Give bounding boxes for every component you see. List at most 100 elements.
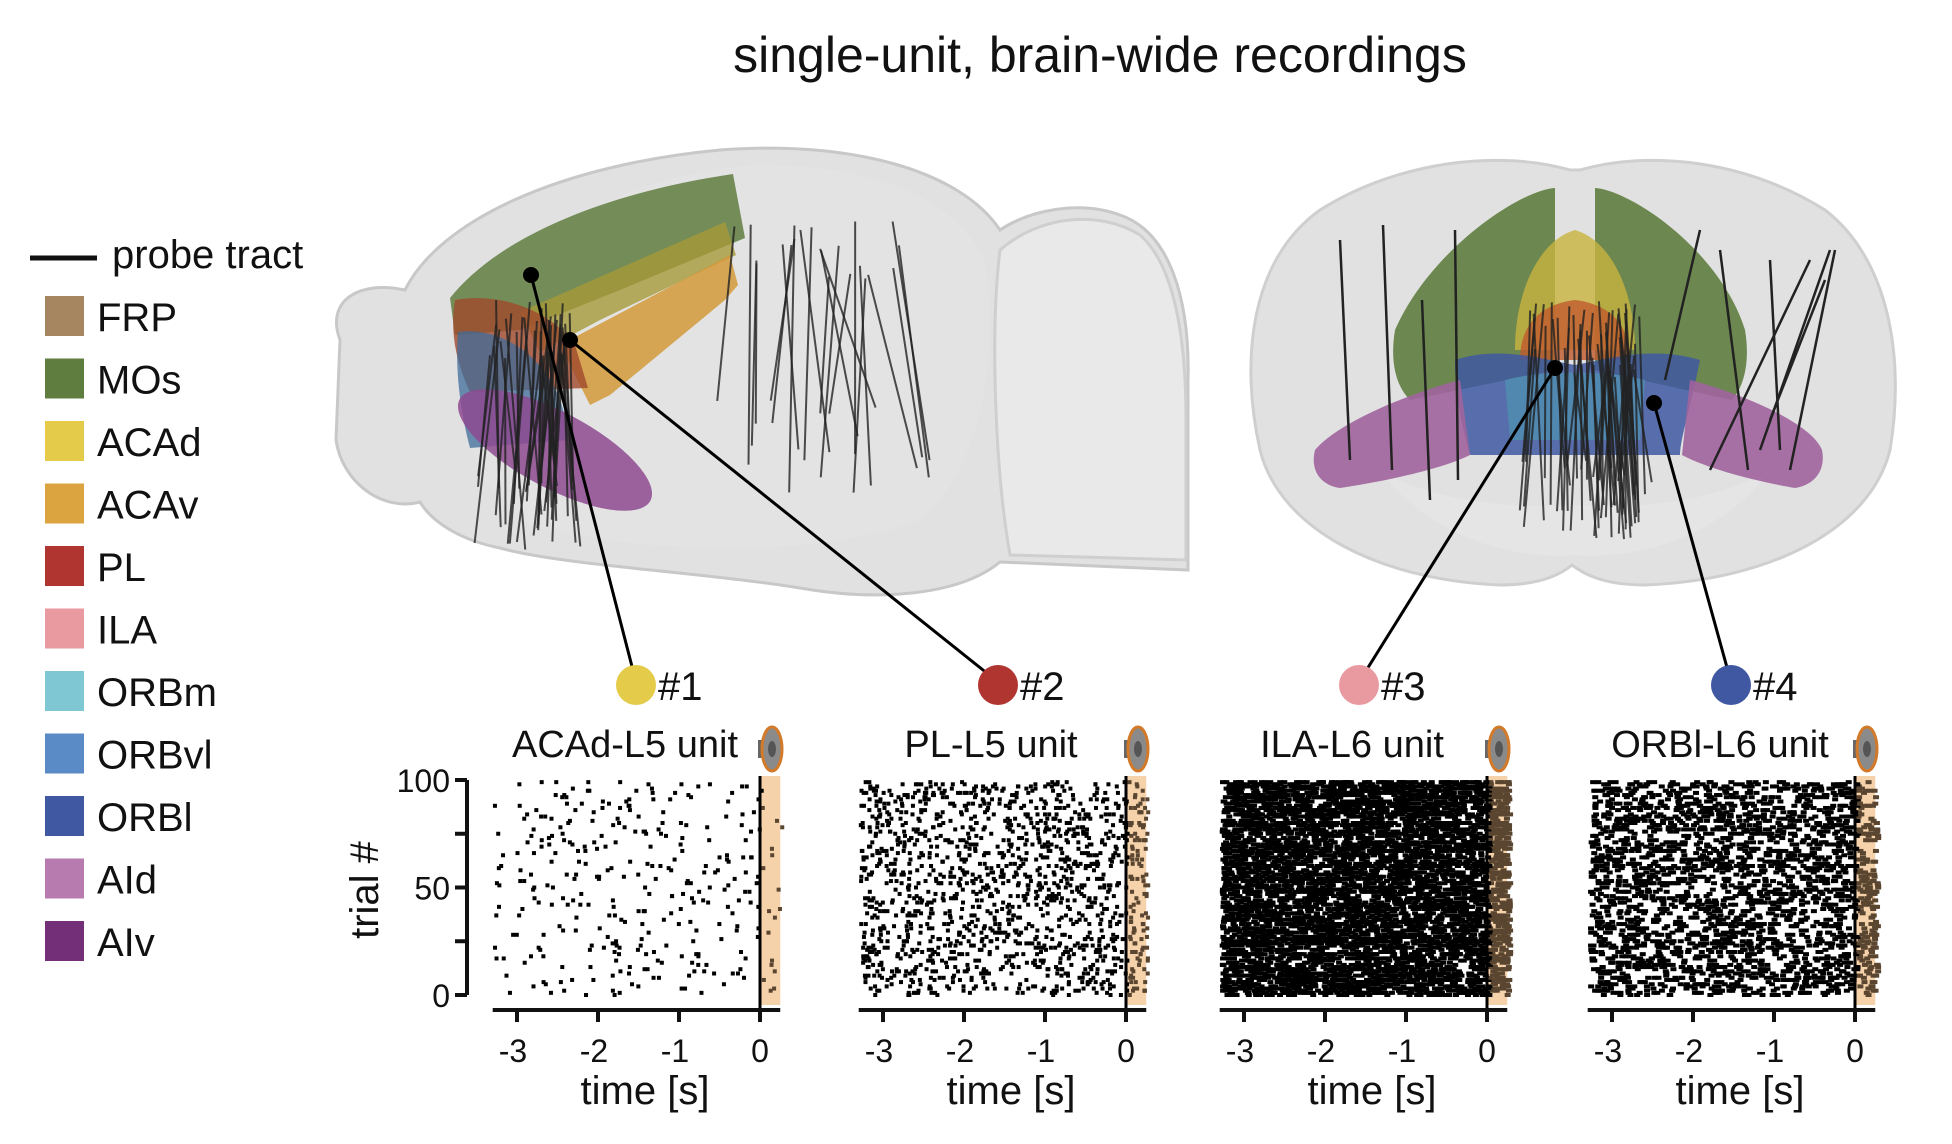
spike [1049, 990, 1054, 995]
spike [1082, 937, 1087, 942]
spike [955, 790, 960, 795]
spike [747, 889, 752, 894]
spike [1331, 894, 1338, 899]
spike [1263, 937, 1270, 942]
spike [1224, 900, 1231, 905]
spike [1387, 930, 1394, 935]
spike [953, 965, 958, 970]
spike [1236, 930, 1243, 935]
probe-tract-legend-label: probe tract [112, 233, 303, 277]
spike [1406, 928, 1413, 933]
spike [1410, 971, 1417, 976]
unit-marker-circle [1339, 665, 1379, 705]
spike [1498, 952, 1505, 957]
spike [1220, 984, 1227, 989]
spike [1423, 896, 1430, 901]
spike [1001, 881, 1006, 886]
spike [1236, 977, 1243, 982]
spike [1087, 922, 1092, 927]
spike [624, 799, 629, 804]
spike [894, 967, 899, 972]
spike [1370, 975, 1377, 980]
spike [1346, 971, 1353, 976]
spike [1479, 945, 1486, 950]
spike [1263, 943, 1270, 948]
spike [1003, 954, 1008, 959]
spike [1045, 896, 1050, 901]
spike [1400, 900, 1407, 905]
probe-tract [1596, 344, 1617, 506]
spike [859, 879, 864, 884]
speaker-icon[interactable] [758, 725, 784, 773]
spike [1373, 958, 1380, 963]
spike [1410, 954, 1417, 959]
spike [1395, 941, 1402, 946]
spike [1406, 975, 1413, 980]
spike [1093, 950, 1098, 954]
spike [1347, 967, 1354, 972]
spike [980, 797, 985, 802]
spike [1449, 988, 1456, 993]
spike [1043, 821, 1048, 825]
spike [1131, 930, 1136, 935]
spike [656, 827, 661, 832]
spike [971, 842, 976, 847]
spike [1045, 902, 1050, 907]
speaker-icon[interactable] [1124, 725, 1150, 773]
spike [1246, 930, 1253, 935]
spike [1058, 799, 1063, 804]
spike [1254, 928, 1261, 933]
spike [1321, 984, 1328, 989]
spike [916, 990, 921, 995]
spike [1399, 930, 1406, 935]
spike [553, 851, 558, 856]
spike [1088, 816, 1093, 821]
spike [1288, 973, 1295, 978]
spike [610, 973, 615, 978]
spike [1100, 934, 1105, 939]
spike [560, 795, 565, 800]
spike [1295, 915, 1302, 920]
spike [684, 823, 689, 828]
spike [957, 952, 962, 957]
spike [1428, 960, 1435, 965]
spike [1248, 907, 1255, 911]
spike [1362, 900, 1369, 905]
spike [1242, 950, 1249, 954]
spike [867, 950, 872, 954]
spike [1413, 915, 1420, 920]
spike [1296, 956, 1303, 961]
spike [1327, 956, 1334, 961]
spike [1378, 900, 1385, 905]
spike [962, 782, 967, 787]
spike [1064, 780, 1069, 785]
spike [578, 902, 583, 907]
speaker-icon[interactable] [1485, 725, 1511, 773]
spike [1358, 982, 1365, 987]
spike [1304, 898, 1311, 903]
spike [1302, 902, 1309, 907]
spike [1058, 960, 1063, 965]
spike [1140, 857, 1145, 862]
spike [1371, 894, 1378, 899]
spike [1245, 984, 1252, 989]
spike [1108, 829, 1113, 834]
spike [1300, 965, 1307, 970]
spike [870, 814, 875, 819]
spike [1228, 980, 1235, 985]
spike [1281, 965, 1288, 970]
spike [977, 958, 982, 963]
spike [1021, 894, 1026, 899]
spike [1002, 853, 1007, 858]
spike [1277, 919, 1284, 924]
spike [1050, 780, 1055, 785]
spike [1228, 990, 1235, 995]
spike [1329, 984, 1336, 989]
y-tick-label: 0 [432, 978, 450, 1014]
spike [612, 993, 617, 997]
spike [1130, 950, 1135, 954]
spike [953, 943, 958, 948]
spike [1013, 939, 1018, 944]
spike [925, 922, 930, 927]
spike [1392, 922, 1399, 927]
